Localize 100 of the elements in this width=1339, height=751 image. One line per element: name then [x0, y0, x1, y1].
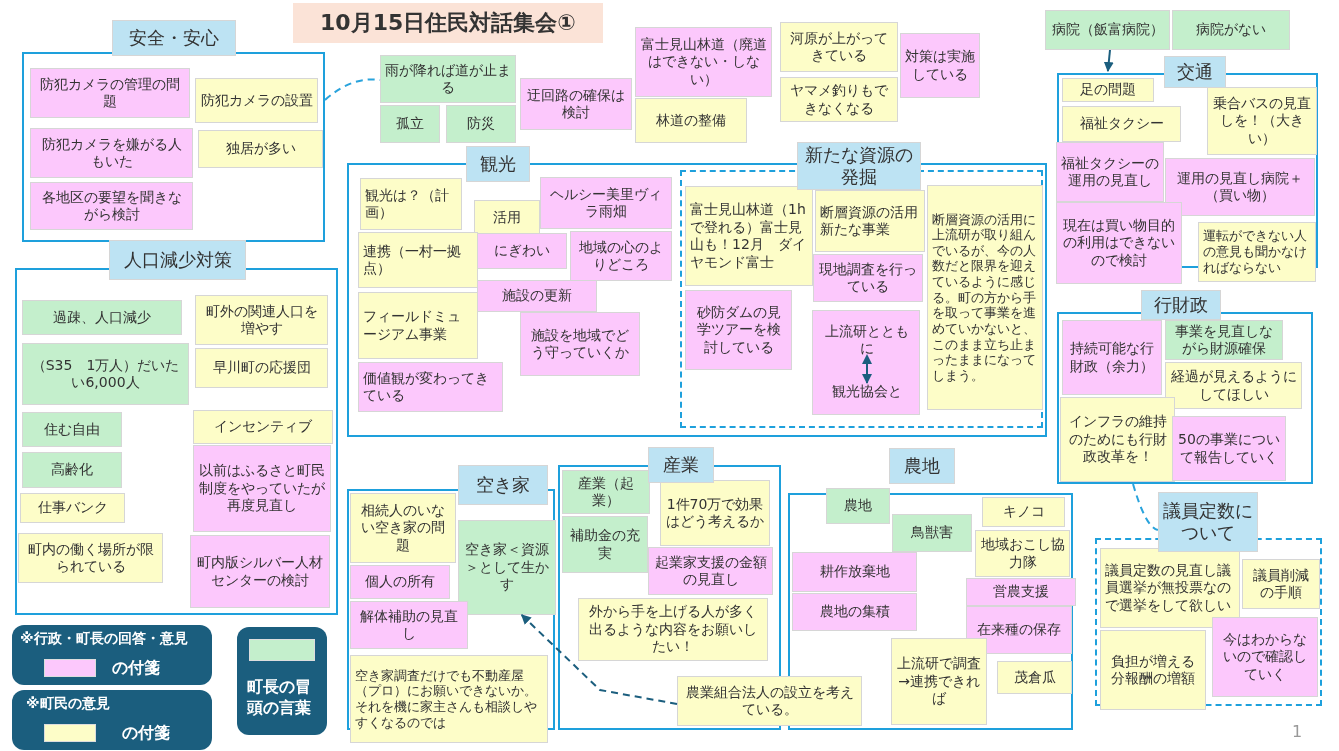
- sticky-note: 防犯カメラの設置: [195, 78, 318, 123]
- legend-text: の付箋: [112, 658, 160, 679]
- sticky-note: 住む自由: [22, 412, 122, 447]
- sticky-note: 空き家調査だけでも不動産屋（プロ）にお願いできないか。それを機に家主さんも相談しやすくなるのでは: [350, 655, 548, 743]
- sticky-note: 在来種の保存: [966, 606, 1072, 654]
- group-frame: [15, 240, 338, 615]
- group-heading: 行財政: [1141, 290, 1221, 320]
- sticky-note: 現在は買い物目的の利用はできないので検討: [1056, 202, 1182, 284]
- sticky-note: 病院（飯富病院）: [1045, 10, 1170, 50]
- group-heading: 交通: [1164, 56, 1226, 88]
- sticky-note: 観光は？（計画）: [360, 178, 462, 230]
- group-heading: 議員定数について: [1158, 492, 1258, 552]
- sticky-note: ヤマメ釣りもできなくなる: [780, 77, 898, 122]
- sticky-note: にぎわい: [477, 233, 567, 269]
- title: 10月15日住民対話集会①: [293, 3, 603, 43]
- sticky-note: 町外の関連人口を増やす: [195, 295, 328, 345]
- sticky-note: 事業を見直しながら財源確保: [1165, 320, 1283, 360]
- sticky-note: 連携（一村一拠点）: [358, 232, 478, 288]
- sticky-note: 仕事バンク: [20, 493, 125, 523]
- sticky-note: キノコ: [982, 497, 1065, 527]
- sticky-note: 病院がない: [1172, 10, 1290, 50]
- sticky-note: 今はわからないので確認していく: [1212, 617, 1318, 697]
- sticky-note: 個人の所有: [350, 565, 450, 599]
- sticky-note: 地域の心のよりどころ: [570, 231, 672, 281]
- sticky-note: 迂回路の確保は検討: [520, 78, 632, 130]
- sticky-note: 活用: [474, 200, 540, 236]
- sticky-note: 議員削減の手順: [1242, 559, 1320, 609]
- page-number: 1: [1292, 722, 1303, 741]
- sticky-note: 起業家支援の金額の見直し: [648, 547, 773, 595]
- sticky-note: 50の事業について報告していく: [1172, 416, 1286, 481]
- sticky-note: 足の問題: [1062, 78, 1154, 102]
- sticky-note: 過疎、人口減少: [22, 300, 182, 335]
- group-heading: 観光: [466, 146, 530, 182]
- dashed-arrow: [520, 614, 678, 705]
- sticky-note: 解体補助の見直し: [350, 601, 468, 649]
- sticky-note: 各地区の要望を聞きながら検討: [30, 182, 193, 230]
- sticky-note: ヘルシー美里ヴィラ雨畑: [540, 177, 672, 229]
- sticky-note: 地域おこし協力隊: [975, 530, 1070, 577]
- sticky-note: 空き家＜資源＞として生かす: [458, 520, 556, 615]
- sticky-note: 早川町の応援団: [195, 348, 328, 388]
- sticky-note: 乗合バスの見直しを！（大きい）: [1207, 87, 1317, 155]
- sticky-note: 産業（起業）: [562, 470, 650, 514]
- sticky-note: [812, 310, 920, 415]
- sticky-note: 施設の更新: [477, 280, 597, 312]
- sticky-note: 現地調査を行っている: [813, 254, 923, 302]
- sticky-note: 河原が上がってきている: [780, 22, 898, 72]
- sticky-note: 農地: [826, 488, 890, 524]
- sticky-note: 相続人のいない空き家の問題: [350, 493, 456, 563]
- group-heading: 安全・安心: [112, 20, 236, 56]
- sticky-note: 福祉タクシーの運用の見直し: [1056, 142, 1164, 202]
- sticky-note: 経過が見えるようにしてほしい: [1165, 362, 1302, 409]
- sticky-note: 農業組合法人の設立を考えている。: [677, 676, 862, 726]
- sticky-note: 議員定数の見直し議員選挙が無投票なので選挙をして欲しい: [1100, 548, 1240, 628]
- sticky-note: 林道の整備: [635, 98, 747, 143]
- sticky-note: 防犯カメラの管理の問題: [30, 68, 190, 118]
- sticky-note: 孤立: [380, 105, 440, 143]
- group-heading: 農地: [889, 448, 955, 484]
- sticky-note: 砂防ダムの見学ツアーを検討している: [685, 290, 792, 370]
- sticky-note: 断層資源の活用に上流研が取り組んでいるが、今の人数だと限界を迎えているように感じる。町の方から手を取って事業を進めていかないと、このまま立ち止まったままになってしまう。: [927, 185, 1043, 410]
- sticky-note: 農地の集積: [792, 593, 917, 631]
- group-frame: [1057, 290, 1313, 484]
- sticky-note: 耕作放棄地: [792, 552, 917, 592]
- sticky-note: 防犯カメラを嫌がる人もいた: [30, 128, 193, 178]
- legend-text: の付箋: [122, 723, 170, 744]
- sticky-note: 防災: [446, 105, 516, 143]
- group-heading: 空き家: [458, 465, 548, 505]
- sticky-note: 以前はふるさと町民制度をやっていたが再度見直し: [193, 445, 331, 532]
- sticky-note: 営農支援: [966, 578, 1076, 606]
- sticky-note: 運用の見直し病院＋（買い物）: [1165, 158, 1315, 216]
- sticky-note: 外から手を上げる人が多く出るような内容をお願いしたい！: [578, 598, 768, 661]
- legend-text: 町長の冒頭の言葉: [247, 677, 312, 719]
- arrow: [1103, 49, 1114, 73]
- group-heading: 産業: [648, 447, 714, 483]
- sticky-note: インセンティブ: [193, 410, 333, 444]
- sticky-note: 茂倉瓜: [997, 661, 1072, 694]
- sticky-note: （S35 1万人）だいたい6,000人: [22, 343, 189, 405]
- sticky-note: 1件70万で効果はどう考えるか: [660, 480, 770, 546]
- group-heading: 人口減少対策: [109, 240, 246, 280]
- group-heading: 新たな資源の発掘: [797, 142, 921, 190]
- legend-heading: ※町民の意見: [26, 695, 110, 713]
- sticky-note: インフラの維持のためにも行財政改革を！: [1060, 397, 1175, 482]
- double-arrow: [862, 354, 872, 384]
- sticky-note: 鳥獣害: [892, 514, 972, 552]
- sticky-note: 福祉タクシー: [1062, 106, 1181, 142]
- sticky-note: 町内の働く場所が限られている: [18, 533, 163, 583]
- sticky-note: 対策は実施している: [900, 33, 980, 98]
- legend-heading: ※行政・町長の回答・意見: [20, 630, 188, 648]
- sticky-note: 負担が増える分報酬の増額: [1100, 630, 1206, 710]
- sticky-note: 持続可能な行財政（余力）: [1062, 320, 1162, 395]
- sticky-note: 上流研で調査→連携できれば: [891, 638, 987, 725]
- sticky-note: 断層資源の活用新たな事業: [815, 190, 925, 252]
- note-text: 観光協会と: [819, 383, 915, 409]
- sticky-note: 独居が多い: [198, 130, 323, 168]
- sticky-note: 運転ができない人の意見も聞かなければならない: [1198, 222, 1316, 282]
- sticky-note: 富士見山林道（廃道はできない・しない）: [635, 27, 772, 97]
- sticky-note: フィールドミュージアム事業: [358, 292, 478, 359]
- group-frame: [680, 142, 1043, 428]
- sticky-note: 雨が降れば道が止まる: [380, 55, 516, 103]
- sticky-note: 施設を地域でどう守っていくか: [520, 312, 640, 376]
- sticky-note: 町内版シルバー人材センターの検討: [190, 535, 330, 608]
